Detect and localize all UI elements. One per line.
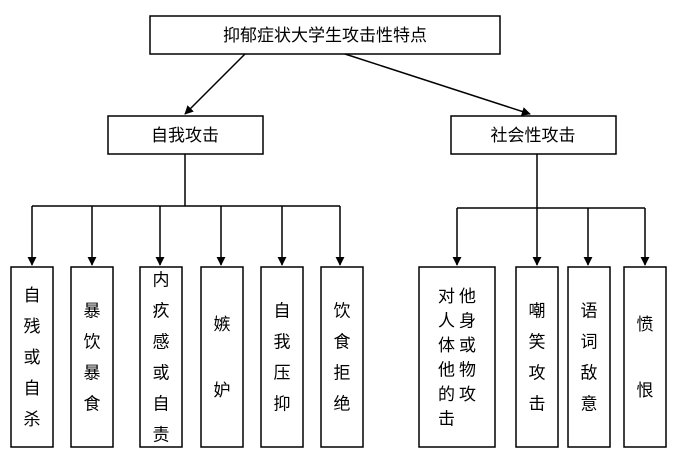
leaf-self-harm: 自残或自杀 bbox=[10, 266, 54, 448]
leaf-self-harm-label: 自残或自杀 bbox=[24, 286, 41, 430]
leaf-guilt: 内疚感或自责 bbox=[139, 266, 183, 448]
leaf-resentment-label: 愤恨 bbox=[637, 315, 654, 401]
leaf-self-suppression-label: 自我压抑 bbox=[274, 302, 291, 415]
social-attack-box bbox=[450, 115, 617, 155]
leaf-jealousy-label: 嫉妒 bbox=[214, 315, 231, 401]
leaf-food-refusal: 饮食拒绝 bbox=[320, 266, 364, 448]
leaf-self-harm-box bbox=[10, 266, 54, 448]
leaf-mockery-label: 嘲笑攻击 bbox=[529, 302, 546, 415]
leaf-physical-attack: 对他人身体或他物的攻击 bbox=[418, 266, 496, 448]
arrow-root-to-self-attack bbox=[184, 53, 246, 115]
leaf-food-refusal-box bbox=[320, 266, 364, 448]
leaf-food-refusal-label: 饮食拒绝 bbox=[334, 302, 351, 415]
leaf-guilt-box bbox=[139, 266, 183, 448]
leaf-resentment-box bbox=[623, 266, 667, 448]
arrow-root-to-social-attack bbox=[344, 53, 531, 116]
self-attack-node: 自我攻击 bbox=[107, 115, 264, 155]
leaf-self-suppression-box bbox=[260, 266, 304, 448]
leaf-binge-eating-box bbox=[70, 266, 114, 448]
self-attack-box bbox=[107, 115, 264, 155]
leaf-binge-eating: 暴饮暴食 bbox=[70, 266, 114, 448]
leaf-jealousy: 嫉妒 bbox=[200, 266, 244, 448]
self-attack-connectors bbox=[27, 154, 345, 266]
social-attack-node: 社会性攻击 bbox=[450, 115, 617, 155]
root-node: 抑郁症状大学生攻击性特点 bbox=[149, 15, 501, 55]
leaf-resentment: 愤恨 bbox=[623, 266, 667, 448]
leaf-mockery-box bbox=[515, 266, 559, 448]
leaf-mockery: 嘲笑攻击 bbox=[515, 266, 559, 448]
leaf-verbal-hostility-box bbox=[567, 266, 611, 448]
leaf-physical-attack-box bbox=[418, 266, 496, 448]
social-attack-connectors bbox=[452, 154, 650, 266]
leaf-verbal-hostility: 语词敌意 bbox=[567, 266, 611, 448]
leaf-physical-attack-label: 对他人身体或他物的攻击 bbox=[438, 287, 476, 430]
leaf-jealousy-box bbox=[200, 266, 244, 448]
root-node-label: 抑郁症状大学生攻击性特点 bbox=[223, 26, 427, 46]
leaf-guilt-label: 内疚感或自责 bbox=[153, 271, 170, 446]
leaf-verbal-hostility-label: 语词敌意 bbox=[581, 302, 598, 415]
self-attack-label: 自我攻击 bbox=[151, 126, 219, 146]
leaf-self-suppression: 自我压抑 bbox=[260, 266, 304, 448]
social-attack-label: 社会性攻击 bbox=[491, 126, 576, 146]
leaf-binge-eating-label: 暴饮暴食 bbox=[84, 302, 101, 415]
root-node-box bbox=[149, 15, 501, 55]
